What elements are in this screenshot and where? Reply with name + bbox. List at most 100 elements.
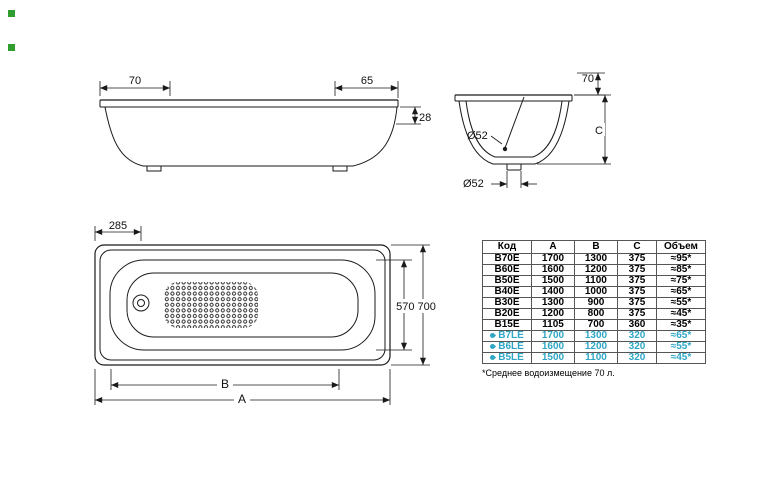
plug bbox=[502, 146, 508, 152]
table-cell: 1100 bbox=[574, 352, 618, 364]
table-cell: B30E bbox=[482, 297, 532, 309]
table-cell: 1600 bbox=[531, 264, 575, 276]
table-cell: 320 bbox=[617, 341, 657, 353]
dim-label-70: 70 bbox=[582, 73, 594, 85]
table-cell: ≈45* bbox=[656, 308, 706, 320]
tub-plan-outline bbox=[94, 244, 391, 366]
tub-section-outline bbox=[454, 94, 573, 171]
table-cell: 1300 bbox=[531, 297, 575, 309]
tub-foot bbox=[146, 166, 162, 172]
green-marker bbox=[8, 44, 15, 51]
table-cell: B15E bbox=[482, 319, 532, 331]
table-cell: B20E bbox=[482, 308, 532, 320]
dim-label-285: 285 bbox=[109, 220, 127, 232]
table-cell: ≈85* bbox=[656, 264, 706, 276]
table-cell: 800 bbox=[574, 308, 618, 320]
table-cell: 1300 bbox=[574, 253, 618, 265]
table-cell: B70E bbox=[482, 253, 532, 265]
anti-slip-pattern bbox=[164, 282, 258, 328]
column-header: B bbox=[574, 240, 618, 254]
table-cell: 375 bbox=[617, 286, 657, 298]
column-header: Объем bbox=[656, 240, 706, 254]
dimension-rim-ledge-70: 70 bbox=[99, 75, 171, 96]
table-cell: 900 bbox=[574, 297, 618, 309]
dim-label-65: 65 bbox=[361, 75, 373, 87]
column-header: Код bbox=[482, 240, 532, 254]
table-cell: 320 bbox=[617, 330, 657, 342]
table-cell: 375 bbox=[617, 308, 657, 320]
table-cell: 1500 bbox=[531, 352, 575, 364]
table-footnote: *Среднее водоизмещение 70 л. bbox=[482, 368, 615, 378]
table-cell: 1600 bbox=[531, 341, 575, 353]
dim-label-overflow-d52: Ø52 bbox=[467, 130, 488, 142]
table-cell: 1200 bbox=[531, 308, 575, 320]
table-cell: 1300 bbox=[574, 330, 618, 342]
water-drop-icon bbox=[489, 331, 497, 340]
table-cell: B5LE bbox=[482, 352, 532, 364]
table-cell: 1500 bbox=[531, 275, 575, 287]
dim-label-570-700: 570 700 bbox=[396, 301, 436, 313]
table-cell: ≈45* bbox=[656, 352, 706, 364]
table-cell: ≈65* bbox=[656, 330, 706, 342]
dim-label-c: C bbox=[595, 125, 603, 137]
table-cell: 360 bbox=[617, 319, 657, 331]
dimension-skirt-28: 28 bbox=[396, 106, 431, 125]
dim-label-a: A bbox=[238, 392, 246, 406]
dimension-inner-length-b: B bbox=[110, 369, 340, 391]
water-drop-icon bbox=[489, 353, 497, 362]
table-cell: 320 bbox=[617, 352, 657, 364]
dim-label-b: B bbox=[221, 377, 229, 391]
green-marker bbox=[8, 10, 15, 17]
table-cell: 1700 bbox=[531, 330, 575, 342]
table-cell: ≈35* bbox=[656, 319, 706, 331]
drain-hole bbox=[132, 294, 150, 312]
table-cell: 1105 bbox=[531, 319, 575, 331]
table-cell: 1700 bbox=[531, 253, 575, 265]
table-cell: 375 bbox=[617, 297, 657, 309]
table-cell: 375 bbox=[617, 264, 657, 276]
table-cell: 375 bbox=[617, 275, 657, 287]
drain-hole-center bbox=[137, 299, 145, 307]
dimension-height-c: C bbox=[537, 94, 611, 165]
end-view-drawing: Ø52 Ø52 70 C bbox=[454, 72, 611, 190]
plug-chain-line bbox=[504, 96, 525, 149]
tub-side-outline bbox=[99, 99, 399, 172]
table-cell: 1000 bbox=[574, 286, 618, 298]
dimension-rim-right-65: 65 bbox=[334, 75, 399, 98]
table-cell: B40E bbox=[482, 286, 532, 298]
table-cell: 1100 bbox=[574, 275, 618, 287]
table-cell: ≈55* bbox=[656, 297, 706, 309]
table-cell: 375 bbox=[617, 253, 657, 265]
tub-foot bbox=[332, 166, 348, 172]
water-drop-icon bbox=[489, 342, 497, 351]
table-cell: ≈95* bbox=[656, 253, 706, 265]
table-cell: B6LE bbox=[482, 341, 532, 353]
column-header: C bbox=[617, 240, 657, 254]
dimension-drain-offset-285: 285 bbox=[94, 220, 142, 241]
plan-view-drawing: 285 570 700 B A bbox=[94, 220, 441, 406]
table-cell: B60E bbox=[482, 264, 532, 276]
table-cell: 1200 bbox=[574, 264, 618, 276]
dim-label-70: 70 bbox=[129, 75, 141, 87]
table-cell: B50E bbox=[482, 275, 532, 287]
column-header: A bbox=[531, 240, 575, 254]
dim-label-28: 28 bbox=[419, 112, 431, 124]
table-cell: B7LE bbox=[482, 330, 532, 342]
side-view-drawing: 70 65 28 bbox=[99, 75, 431, 172]
table-cell: ≈55* bbox=[656, 341, 706, 353]
table-cell: 1400 bbox=[531, 286, 575, 298]
table-cell: ≈75* bbox=[656, 275, 706, 287]
dimension-top-70: 70 bbox=[574, 72, 605, 96]
